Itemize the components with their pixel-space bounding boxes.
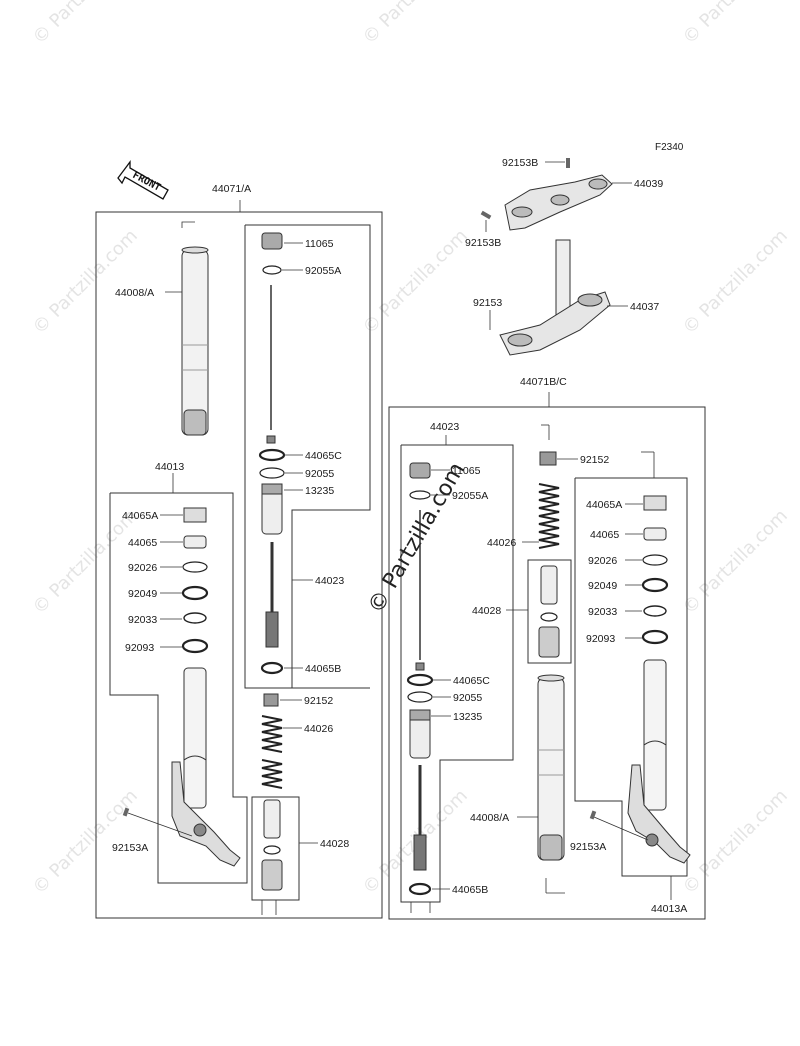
label-44037: 44037 — [630, 301, 659, 313]
label-92033-left: 92033 — [128, 614, 157, 626]
label-92055a-right: 92055A — [452, 490, 488, 502]
figure-code: F2340 — [655, 142, 684, 153]
watermark-tile: © Partzilla.com — [679, 785, 792, 898]
label-44026-left: 44026 — [304, 723, 333, 735]
outer-tube-right — [537, 674, 565, 861]
front-arrow-icon: FRONT — [117, 160, 169, 200]
watermark-tile: © Partzilla.com — [29, 225, 142, 338]
label-92093-left: 92093 — [125, 642, 154, 654]
watermark-tile: © Partzilla.com — [29, 505, 142, 618]
watermark-tile: © Partzilla.com — [359, 0, 472, 49]
label-92026-left: 92026 — [128, 562, 157, 574]
label-44013: 44013 — [155, 461, 184, 473]
label-92153b-lower: 92153B — [465, 237, 501, 249]
outer-tube — [181, 221, 209, 436]
label-44039: 44039 — [634, 178, 663, 190]
label-44065b-left: 44065B — [305, 663, 341, 675]
label-44008a-right: 44008/A — [470, 812, 509, 824]
label-92152-right: 92152 — [580, 454, 609, 466]
label-92093-right: 92093 — [586, 633, 615, 645]
label-11065-right: 11065 — [452, 465, 481, 477]
label-92153: 92153 — [473, 297, 502, 309]
label-44071a: 44071/A — [212, 183, 251, 195]
label-44028-right: 44028 — [472, 605, 501, 617]
left-fork-assembly: 44071/A 44008/A 11065 92055A 44065C 9205… — [95, 183, 383, 919]
label-44023-left: 44023 — [315, 575, 344, 587]
label-44023-right: 44023 — [430, 421, 459, 433]
label-92153a-right: 92153A — [570, 841, 606, 853]
label-92055-left: 92055 — [305, 468, 334, 480]
label-44065a-left: 44065A — [122, 510, 158, 522]
label-44065-right: 44065 — [590, 529, 619, 541]
label-92153b-top: 92153B — [502, 157, 538, 169]
label-11065-left: 11065 — [305, 238, 334, 250]
watermark-tile: © Partzilla.com — [679, 225, 792, 338]
label-13235-left: 13235 — [305, 485, 334, 497]
label-44065a-right: 44065A — [586, 499, 622, 511]
label-92055-right: 92055 — [453, 692, 482, 704]
label-92049-right: 92049 — [588, 580, 617, 592]
label-92049-left: 92049 — [128, 588, 157, 600]
label-44065c-left: 44065C — [305, 450, 342, 462]
triple-clamp-upper — [504, 174, 613, 231]
triple-clamp-lower — [499, 239, 611, 356]
right-fork-assembly: 44071B/C 44023 11065 92055A 44065C 92055… — [388, 376, 706, 920]
label-44065c-right: 44065C — [453, 675, 490, 687]
spring-right — [538, 483, 560, 549]
label-92026-right: 92026 — [588, 555, 617, 567]
inner-tube-right — [627, 659, 691, 864]
front-label: FRONT — [131, 170, 163, 194]
label-44026-right: 44026 — [487, 537, 516, 549]
watermark-tiles: © Partzilla.com © Partzilla.com © Partzi… — [29, 0, 792, 899]
label-44013a: 44013A — [651, 903, 687, 915]
label-92033-right: 92033 — [588, 606, 617, 618]
label-44065-left: 44065 — [128, 537, 157, 549]
inner-tube-left — [171, 667, 241, 867]
label-13235-right: 13235 — [453, 711, 482, 723]
watermark-tile: © Partzilla.com — [29, 0, 142, 49]
watermark-tile: © Partzilla.com — [679, 0, 792, 49]
label-92153a-left: 92153A — [112, 842, 148, 854]
watermark-tile: © Partzilla.com — [359, 225, 472, 338]
spring-left — [261, 715, 283, 789]
label-92055a-left: 92055A — [305, 265, 341, 277]
label-44008a-left: 44008/A — [115, 287, 154, 299]
watermark-tile: © Partzilla.com — [679, 505, 792, 618]
label-44071bc: 44071B/C — [520, 376, 567, 388]
label-44028-left: 44028 — [320, 838, 349, 850]
label-44065b-right: 44065B — [452, 884, 488, 896]
center-watermark: © Partzilla.com — [364, 458, 471, 618]
label-92152-left: 92152 — [304, 695, 333, 707]
